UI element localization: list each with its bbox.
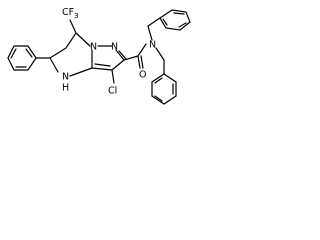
bond-n4-c3a	[69, 67, 93, 77]
structure-svg: CF3 N N N N H O Cl	[7, 7, 191, 105]
bond-n2-c2	[115, 49, 125, 61]
ring2-double-b	[154, 95, 163, 102]
cf3-bond	[69, 19, 77, 34]
bond-c6-c5	[49, 47, 67, 59]
molecule-diagram: CF3 N N N N H O Cl	[0, 0, 203, 138]
bond-c3-c3a	[91, 67, 113, 71]
benzyl-ring-1	[159, 9, 191, 31]
bond-c7-n1	[75, 32, 91, 47]
ring1-double-c	[162, 18, 168, 26]
atom-n4: N	[62, 72, 69, 83]
bond-carbonyl-o-double	[140, 55, 144, 69]
bond-c5-n4	[49, 57, 59, 73]
ring1-double-b	[178, 22, 187, 28]
bond-n-ch2-1	[147, 25, 153, 41]
atom-n4-h: H	[62, 83, 69, 94]
phenyl-ring	[7, 45, 37, 71]
atom-n-amide: N	[149, 40, 156, 51]
bond-c3-cl	[111, 69, 115, 84]
cf3-label: CF3	[62, 7, 79, 21]
ring2-double-c	[154, 77, 163, 84]
bond-c3-c3a-double	[94, 63, 111, 67]
benzyl-ring-2	[151, 73, 177, 105]
atom-n1: N	[90, 42, 97, 53]
bond-c2-c3	[111, 59, 125, 71]
ring1-double-a	[173, 12, 185, 15]
bond-carbonyl-o	[137, 55, 141, 69]
atom-n2: N	[111, 42, 118, 53]
bond-n-ch2-2	[155, 47, 165, 61]
atom-o: O	[139, 70, 146, 81]
bond-c7-c6	[65, 32, 77, 49]
bond-carbonyl-n	[137, 43, 147, 57]
bond-c2-carbonyl	[123, 55, 139, 61]
phenyl-double-b	[10, 48, 17, 59]
bond-n2-c2-double	[118, 50, 127, 60]
atom-cl: Cl	[108, 86, 117, 97]
bond-ch2-ring1	[147, 17, 161, 27]
phenyl-double-c	[25, 48, 33, 58]
